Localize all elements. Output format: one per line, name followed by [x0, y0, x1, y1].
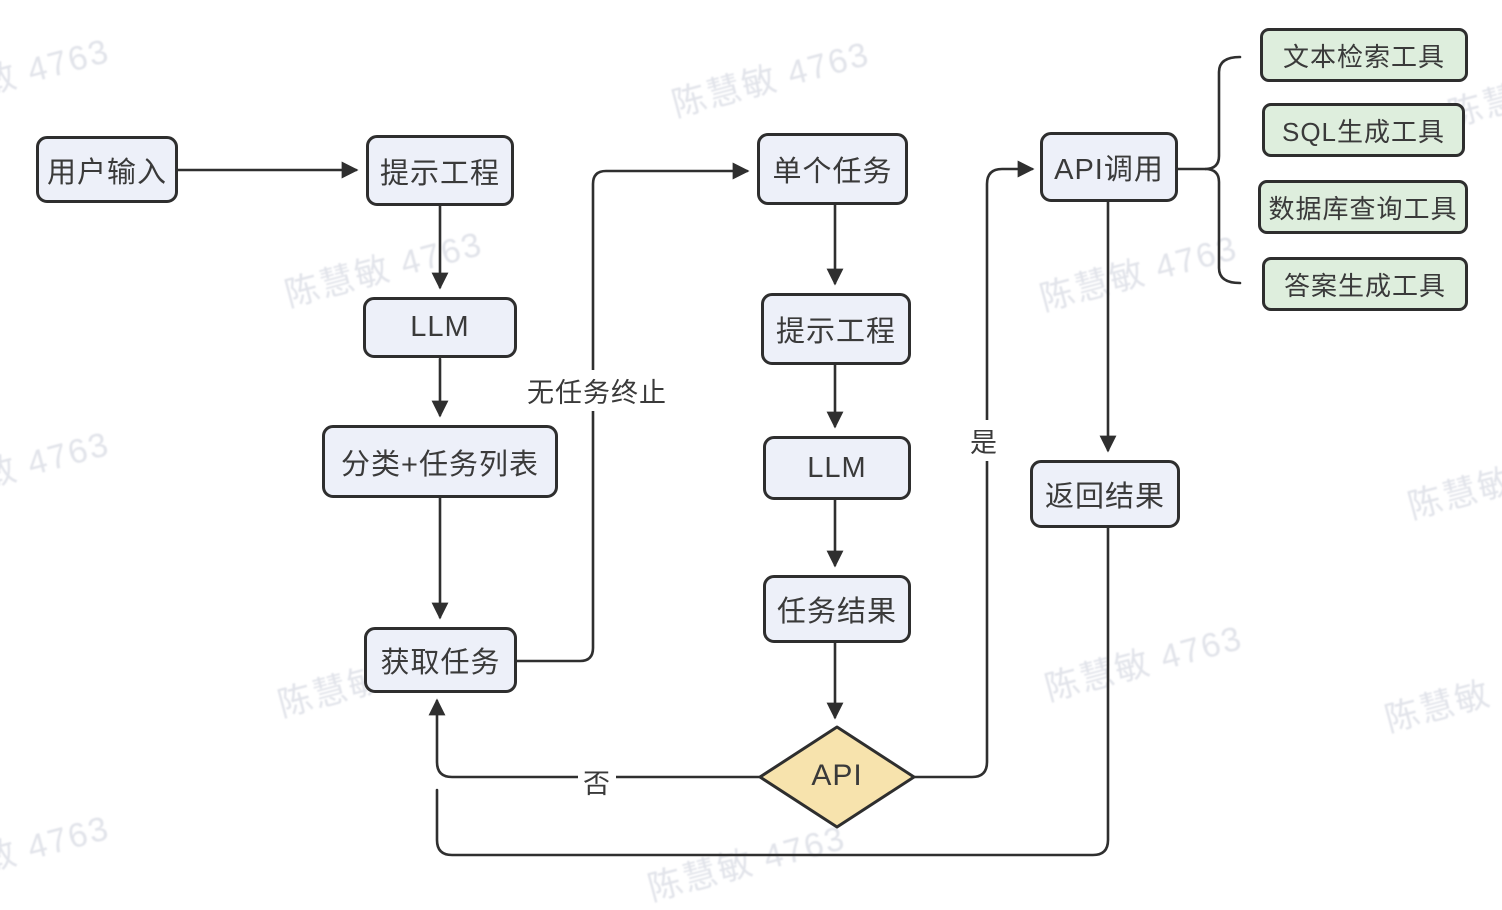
- edge-label-no: 否: [578, 761, 616, 802]
- node-tool-sql-generation: SQL生成工具: [1262, 103, 1465, 157]
- tools-brace: [1204, 55, 1242, 285]
- node-get-task: 获取任务: [364, 627, 517, 693]
- edge-get-task-to-single-task: [515, 162, 750, 663]
- edge-label-no-task-terminate: 无任务终止: [502, 370, 692, 411]
- edge-return-result-loop-to-get-task: [435, 526, 1110, 857]
- node-tool-text-retrieval: 文本检索工具: [1260, 28, 1468, 82]
- edge-label-yes: 是: [965, 420, 1003, 461]
- edge-api-decision-yes-to-api-call: [912, 160, 1035, 779]
- edge-api-decision-no-to-get-task: [428, 698, 762, 779]
- node-single-task: 单个任务: [757, 133, 908, 205]
- node-user-input: 用户输入: [36, 136, 178, 203]
- node-tool-db-query: 数据库查询工具: [1258, 180, 1468, 234]
- api-decision-diamond: [758, 725, 916, 829]
- api-decision-label: API: [811, 759, 863, 792]
- node-llm-1: LLM: [363, 297, 517, 358]
- node-classify-task-list: 分类+任务列表: [322, 425, 558, 498]
- node-api-call: API调用: [1040, 132, 1178, 202]
- flowchart-canvas: { "diagram": { "title": "LLM task-routin…: [0, 28, 1502, 909]
- node-tool-answer-generation: 答案生成工具: [1262, 257, 1468, 311]
- connector-layer: [176, 55, 1242, 857]
- node-prompt-eng-1: 提示工程: [366, 135, 514, 206]
- node-return-result: 返回结果: [1030, 460, 1180, 528]
- node-prompt-eng-2: 提示工程: [761, 293, 911, 365]
- node-task-result: 任务结果: [763, 575, 911, 643]
- node-llm-2: LLM: [763, 436, 911, 500]
